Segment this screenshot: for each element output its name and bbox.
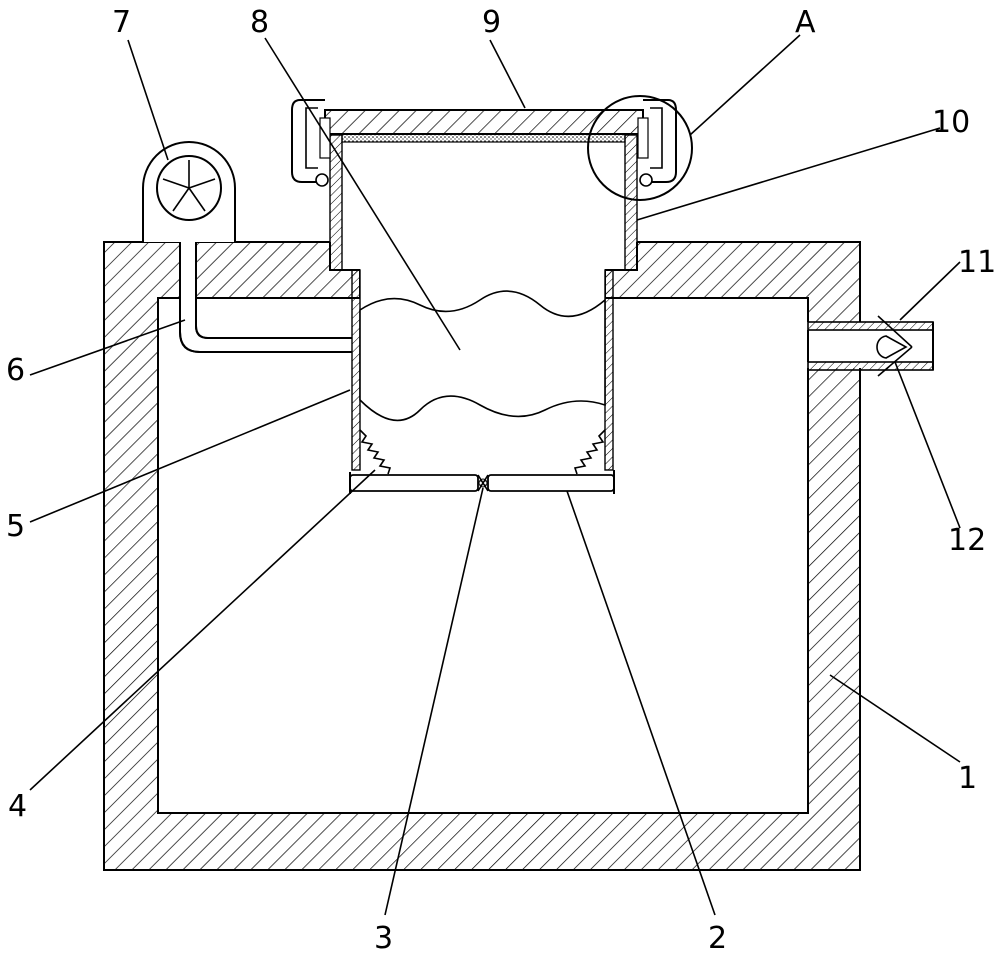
bottom-flaps (349, 470, 615, 494)
clamp-right (637, 99, 677, 187)
feed-hopper (329, 134, 638, 271)
label-6: 6 (6, 353, 25, 388)
label-a: A (795, 5, 816, 40)
filter-bag (359, 290, 606, 422)
check-valve (876, 315, 913, 377)
label-7: 7 (112, 5, 131, 40)
lid (324, 109, 644, 143)
label-11: 11 (958, 245, 996, 280)
label-8: 8 (250, 5, 269, 40)
spring-right (573, 429, 606, 475)
fan (142, 141, 236, 242)
label-5: 5 (6, 509, 25, 544)
outlet-pipe (807, 321, 934, 371)
leader-lines (29, 34, 961, 916)
label-3: 3 (374, 921, 393, 956)
label-12: 12 (948, 523, 986, 558)
air-duct (179, 240, 352, 353)
label-1: 1 (958, 761, 977, 796)
label-10: 10 (932, 105, 970, 140)
clamp-left (291, 99, 331, 187)
detail-circle-a (587, 95, 693, 201)
label-4: 4 (8, 789, 27, 824)
label-9: 9 (482, 5, 501, 40)
hinge (477, 474, 489, 492)
spring-left (359, 429, 392, 475)
label-2: 2 (708, 921, 727, 956)
